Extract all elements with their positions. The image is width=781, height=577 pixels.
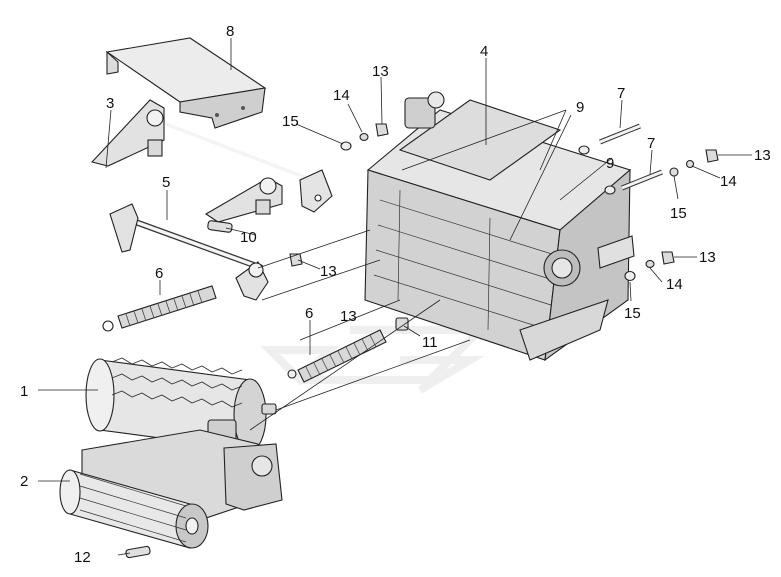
- callout-15-right-lower: 15: [624, 305, 641, 322]
- callout-1: 1: [20, 383, 28, 400]
- callout-13-center: 13: [320, 263, 337, 280]
- callout-12: 12: [74, 549, 91, 566]
- callout-8: 8: [226, 23, 234, 40]
- leader-lines: [38, 38, 752, 556]
- callout-13-top: 13: [372, 63, 389, 80]
- callout-13-bottom: 13: [340, 308, 357, 325]
- callout-11: 11: [422, 334, 438, 351]
- callout-5: 5: [162, 174, 170, 191]
- part-lower-lever-shaft: [109, 203, 269, 301]
- callout-15-right-upper: 15: [670, 205, 687, 222]
- callout-4: 4: [480, 43, 488, 60]
- part-lower-roller: [59, 429, 283, 549]
- callout-10: 10: [240, 229, 257, 246]
- part-bolt-10: [207, 220, 233, 233]
- callout-3: 3: [106, 95, 114, 112]
- part-bolt-12: [125, 545, 151, 559]
- part-spring-lower: [287, 329, 387, 383]
- callout-2: 2: [20, 473, 28, 490]
- part-upper-lever-shaft: [90, 99, 333, 223]
- callout-13-right-lower: 13: [699, 249, 716, 266]
- part-cover-plate: [105, 37, 267, 129]
- part-main-housing: [364, 91, 635, 362]
- callout-14-right-upper: 14: [720, 173, 737, 190]
- callout-9-lower: 9: [606, 155, 614, 172]
- callout-6-upper: 6: [155, 265, 163, 282]
- callout-7-upper: 7: [617, 85, 625, 102]
- callout-13-right-upper: 13: [754, 147, 771, 164]
- part-long-bolt-upper: [599, 123, 641, 145]
- callout-7-lower: 7: [647, 135, 655, 152]
- callout-14-top: 14: [333, 87, 350, 104]
- callout-9-upper: 9: [576, 99, 584, 116]
- part-long-bolt-lower: [621, 169, 663, 191]
- callout-labels: 1 2 3 4 5 6 6 7 7 8 9 9 10 11 12 13 13 1…: [20, 23, 771, 566]
- callout-14-right-lower: 14: [666, 276, 683, 293]
- callout-6-lower: 6: [305, 305, 313, 322]
- callout-15-top: 15: [282, 113, 299, 130]
- part-spring-upper: [102, 285, 217, 332]
